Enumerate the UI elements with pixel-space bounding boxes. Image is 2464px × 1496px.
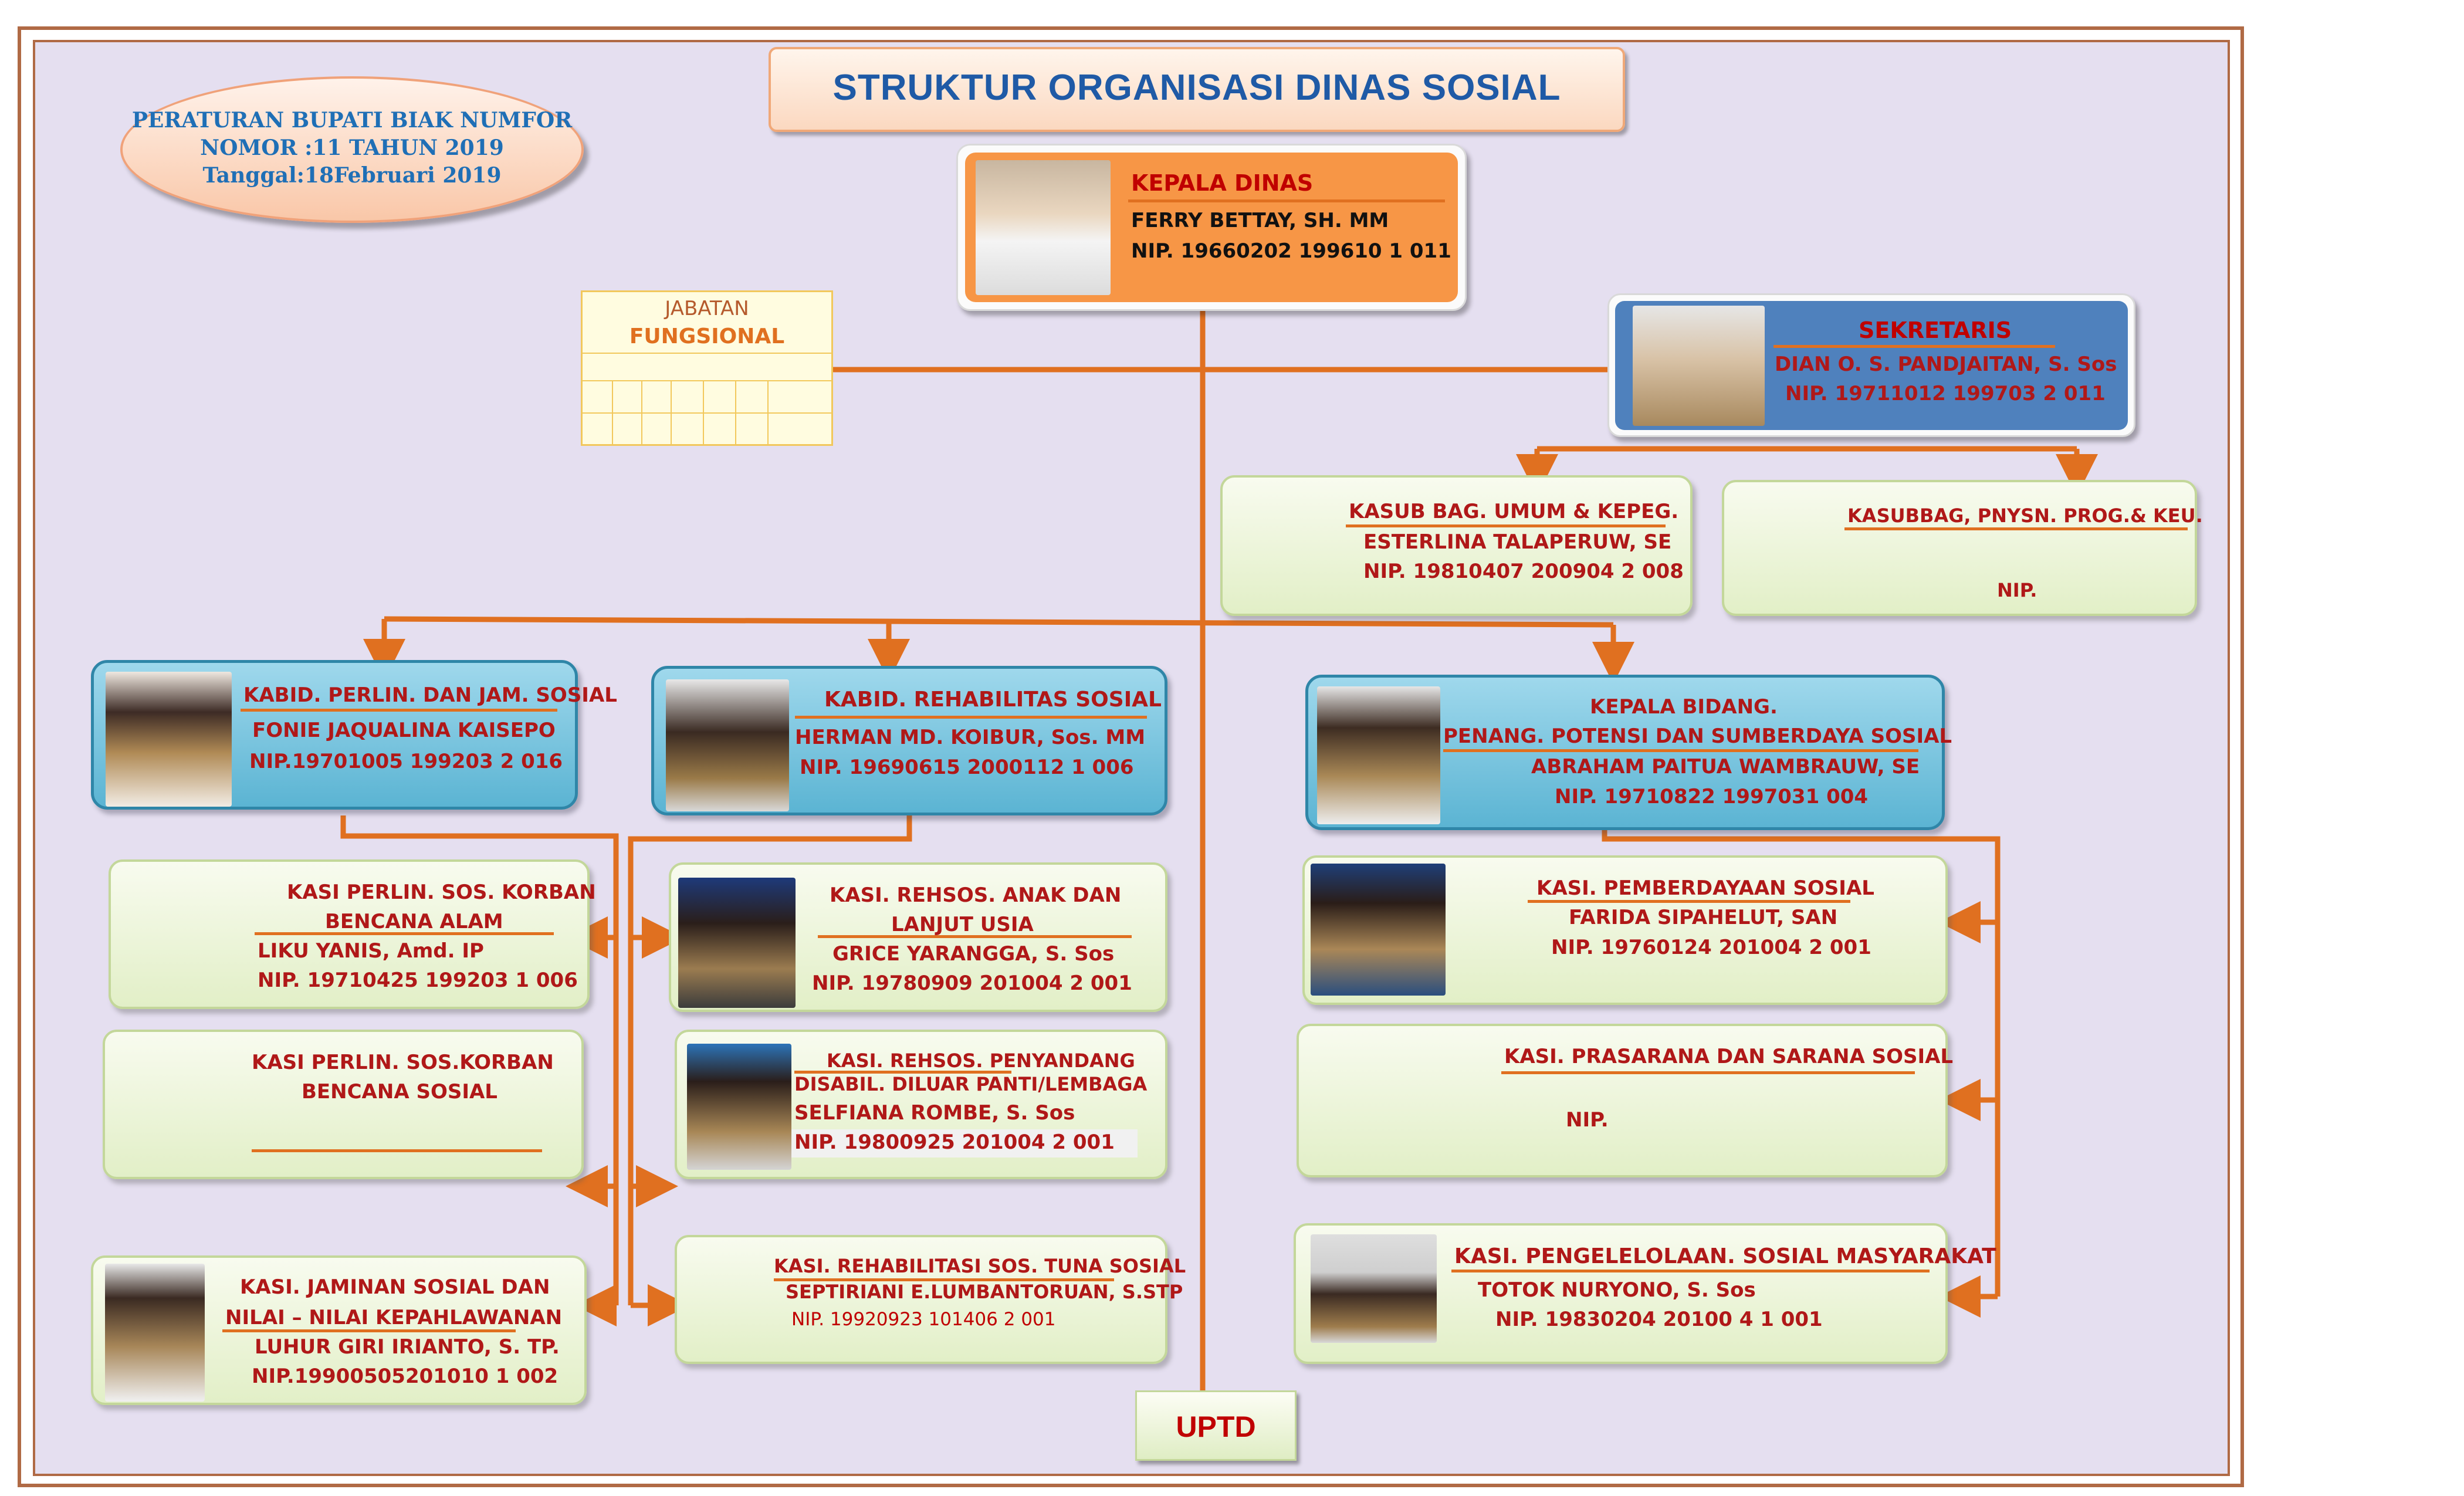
kabid-potensi-title: PENANG. POTENSI DAN SUMBERDAYA SOSIAL — [1443, 725, 1952, 748]
kabid-rehab-title: KABID. REHABILITAS SOSIAL — [824, 688, 1162, 712]
page-title: STRUKTUR ORGANISASI DINAS SOSIAL — [832, 67, 1561, 108]
kasi-jaminan-nip: NIP.19900505201010 1 002 — [252, 1365, 559, 1388]
kasi-pengelolaan-nip: NIP. 19830204 20100 4 1 001 — [1495, 1308, 1823, 1331]
regulation-line3: Tanggal:18Februari 2019 — [202, 163, 502, 188]
kasi-pemberdayaan-nip: NIP. 19760124 201004 2 001 — [1551, 936, 1871, 959]
kabid-perlin-title: KABID. PERLIN. DAN JAM. SOSIAL — [243, 683, 617, 707]
kasi-jaminan-box: KASI. JAMINAN SOSIAL DAN NILAI – NILAI K… — [91, 1255, 587, 1405]
kabid-perlin-box: KABID. PERLIN. DAN JAM. SOSIAL FONIE JAQ… — [91, 660, 617, 810]
kabid-potensi-name: ABRAHAM PAITUA WAMBRAUW, SE — [1531, 755, 1920, 779]
sekretaris-photo — [1633, 306, 1765, 426]
jabatan-line2: FUNGSIONAL — [629, 324, 785, 348]
kasi-pengelolaan-box: KASI. PENGELELOLAAN. SOSIAL MASYARAKAT T… — [1294, 1223, 1996, 1364]
kabid-potensi-nip: NIP. 19710822 1997031 004 — [1555, 785, 1869, 808]
kasi-anak-box: KASI. REHSOS. ANAK DAN LANJUT USIA GRICE… — [669, 862, 1167, 1012]
kasubbag-prog-box: KASUBBAG, PNYSN. PROG.& KEU. NIP. — [1722, 480, 2203, 616]
kasi-bencana-alam-name: LIKU YANIS, Amd. IP — [258, 939, 484, 963]
kepala-nip: NIP. 19660202 199610 1 011 — [1131, 239, 1451, 263]
sekretaris-name: DIAN O. S. PANDJAITAN, S. Sos — [1775, 353, 2117, 376]
sekretaris-box: SEKRETARIS DIAN O. S. PANDJAITAN, S. Sos… — [1607, 293, 2135, 437]
kasi-disabil-line1: KASI. REHSOS. PENYANDANG — [827, 1050, 1135, 1072]
kasi-jaminan-line1: KASI. JAMINAN SOSIAL DAN — [240, 1275, 550, 1299]
sekretaris-nip: NIP. 19711012 199703 2 011 — [1785, 382, 2106, 405]
kasi-anak-line1: KASI. REHSOS. ANAK DAN — [830, 884, 1122, 907]
kasi-pengelolaan-title: KASI. PENGELELOLAAN. SOSIAL MASYARAKAT — [1454, 1244, 1996, 1268]
kabid-perlin-name: FONIE JAQUALINA KAISEPO — [252, 719, 556, 742]
kasi-disabil-nip: NIP. 19800925 201004 2 001 — [794, 1131, 1115, 1154]
kasi-prasarana-title: KASI. PRASARANA DAN SARANA SOSIAL — [1504, 1045, 1954, 1068]
regulation-oval: PERATURAN BUPATI BIAK NUMFOR NOMOR :11 T… — [120, 76, 584, 223]
uptd-label: UPTD — [1176, 1410, 1256, 1443]
regulation-line2: NOMOR :11 TAHUN 2019 — [200, 136, 504, 160]
kasi-disabil-name: SELFIANA ROMBE, S. Sos — [794, 1101, 1075, 1125]
kasi-bencana-sosial-line1: KASI PERLIN. SOS.KORBAN — [252, 1051, 554, 1074]
kasi-jaminan-line2: NILAI – NILAI KEPAHLAWANAN — [225, 1306, 563, 1329]
kasi-tuna-title: KASI. REHABILITASI SOS. TUNA SOSIAL — [774, 1255, 1186, 1277]
kasi-prasarana-nip: NIP. — [1566, 1108, 1609, 1132]
kasubbag-umum-title: KASUB BAG. UMUM & KEPEG. — [1349, 500, 1679, 523]
outer-frame — [18, 26, 2244, 1487]
kasubbag-umum-box: KASUB BAG. UMUM & KEPEG. ESTERLINA TALAP… — [1220, 475, 1693, 616]
kasi-bencana-alam-line2: BENCANA ALAM — [325, 910, 503, 933]
kasi-bencana-alam-line1: KASI PERLIN. SOS. KORBAN — [287, 881, 596, 904]
kasi-tuna-nip: NIP. 19920923 101406 2 001 — [791, 1309, 1056, 1330]
kasi-pemberdayaan-title: KASI. PEMBERDAYAAN SOSIAL — [1536, 876, 1874, 900]
kasi-bencana-alam-nip: NIP. 19710425 199203 1 006 — [258, 969, 578, 992]
kasi-anak-line2: LANJUT USIA — [891, 913, 1034, 936]
kepala-name: FERRY BETTAY, SH. MM — [1131, 209, 1389, 232]
kasubbag-umum-name: ESTERLINA TALAPERUW, SE — [1363, 530, 1672, 554]
kepala-title: KEPALA DINAS — [1131, 170, 1314, 196]
title-box: STRUKTUR ORGANISASI DINAS SOSIAL — [769, 47, 1625, 132]
kasi-pemberdayaan-box: KASI. PEMBERDAYAAN SOSIAL FARIDA SIPAHEL… — [1302, 855, 1948, 1005]
regulation-line1: PERATURAN BUPATI BIAK NUMFOR — [131, 108, 573, 133]
kasi-tuna-box: KASI. REHABILITASI SOS. TUNA SOSIAL SEPT… — [675, 1235, 1186, 1364]
kabid-rehab-photo — [666, 679, 789, 811]
kepala-dinas-box: KEPALA DINAS FERRY BETTAY, SH. MM NIP. 1… — [956, 144, 1467, 311]
kasubbag-prog-title: KASUBBAG, PNYSN. PROG.& KEU. — [1847, 505, 2203, 527]
sekretaris-title: SEKRETARIS — [1859, 317, 2012, 343]
kasi-anak-name: GRICE YARANGGA, S. Sos — [832, 942, 1115, 966]
kabid-rehab-nip: NIP. 19690615 2000112 1 006 — [800, 756, 1134, 779]
kasi-jaminan-name: LUHUR GIRI IRIANTO, S. TP. — [255, 1335, 560, 1359]
kabid-potensi-box: KEPALA BIDANG. PENANG. POTENSI DAN SUMBE… — [1305, 675, 1952, 830]
kasi-bencana-sosial-line2: BENCANA SOSIAL — [302, 1080, 497, 1104]
kasi-disabil-box: KASI. REHSOS. PENYANDANG DISABIL. DILUAR… — [675, 1030, 1167, 1179]
kasi-pemberdayaan-name: FARIDA SIPAHELUT, SAN — [1569, 906, 1838, 929]
kabid-rehab-box: KABID. REHABILITAS SOSIAL HERMAN MD. KOI… — [651, 666, 1167, 815]
uptd-box: UPTD — [1135, 1390, 1297, 1461]
kasi-pengelolaan-name: TOTOK NURYONO, S. Sos — [1478, 1278, 1756, 1302]
kasi-anak-nip: NIP. 19780909 201004 2 001 — [812, 972, 1132, 995]
kasi-pengelolaan-photo — [1311, 1234, 1437, 1343]
kabid-perlin-photo — [106, 672, 232, 807]
kabid-rehab-name: HERMAN MD. KOIBUR, Sos. MM — [795, 726, 1146, 749]
kasi-tuna-name: SEPTIRIANI E.LUMBANTORUAN, S.STP — [786, 1281, 1183, 1303]
jabatan-fungsional-table: JABATAN FUNGSIONAL — [581, 290, 833, 446]
kabid-potensi-photo — [1317, 686, 1440, 824]
kasi-disabil-line2: DISABIL. DILUAR PANTI/LEMBAGA — [794, 1073, 1148, 1095]
kabid-potensi-line1: KEPALA BIDANG. — [1590, 695, 1778, 719]
kasi-disabil-photo — [687, 1044, 791, 1170]
kasi-pemberdayaan-photo — [1311, 864, 1446, 996]
kasi-bencana-alam-box: KASI PERLIN. SOS. KORBAN BENCANA ALAM LI… — [109, 859, 596, 1009]
kasi-bencana-sosial-box: KASI PERLIN. SOS.KORBAN BENCANA SOSIAL — [103, 1030, 584, 1179]
kasi-jaminan-photo — [105, 1264, 205, 1402]
kasi-anak-photo — [678, 878, 796, 1008]
kasubbag-prog-nip: NIP. — [1997, 579, 2037, 601]
kasi-prasarana-box: KASI. PRASARANA DAN SARANA SOSIAL NIP. — [1297, 1024, 1953, 1177]
jabatan-line1: JABATAN — [665, 297, 749, 320]
kasubbag-umum-nip: NIP. 19810407 200904 2 008 — [1363, 560, 1684, 583]
kepala-photo — [976, 160, 1111, 295]
kabid-perlin-nip: NIP.19701005 199203 2 016 — [249, 750, 563, 773]
